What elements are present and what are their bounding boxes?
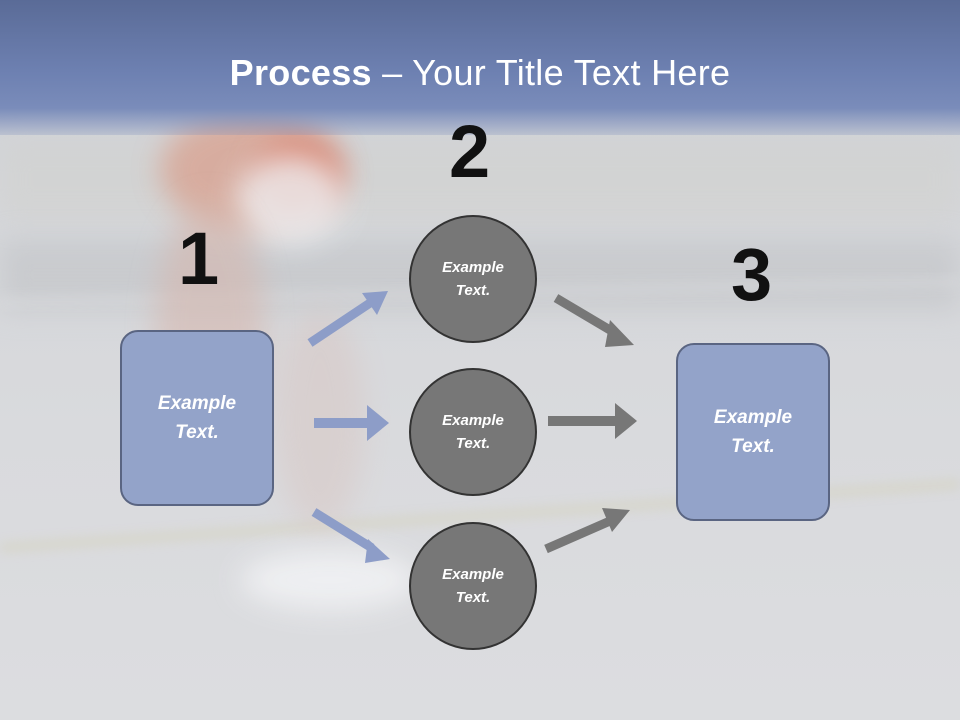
step-1-text: Example Text. — [157, 393, 237, 443]
slide-title: Process – Your Title Text Here — [0, 52, 960, 94]
title-bold: Process — [229, 52, 372, 93]
arrow-left-to-top — [307, 291, 388, 347]
step-1-box: Example Text. — [120, 330, 274, 506]
arrow-top-to-right — [553, 294, 634, 347]
arrow-bottom-to-right — [544, 508, 630, 554]
arrow-middle-to-right — [548, 403, 637, 439]
step-2-circle-middle: Example Text. — [409, 368, 537, 496]
title-rest: – Your Title Text Here — [371, 52, 731, 93]
step-2-circle-top: Example Text. — [409, 215, 537, 343]
header-band — [0, 0, 960, 135]
step-3-text: Example Text. — [713, 407, 793, 457]
step-number-2: 2 — [449, 110, 491, 193]
step-number-1: 1 — [178, 217, 220, 300]
step-number-3: 3 — [731, 233, 773, 316]
step-3-box: Example Text. — [676, 343, 830, 521]
step-2-circle-bottom: Example Text. — [409, 522, 537, 650]
step-2-circle-middle-text: Example Text. — [442, 412, 504, 452]
arrow-left-to-bottom — [311, 508, 390, 563]
step-2-circle-top-text: Example Text. — [442, 259, 504, 299]
arrow-left-to-middle — [314, 405, 389, 441]
step-2-circle-bottom-text: Example Text. — [442, 566, 504, 606]
